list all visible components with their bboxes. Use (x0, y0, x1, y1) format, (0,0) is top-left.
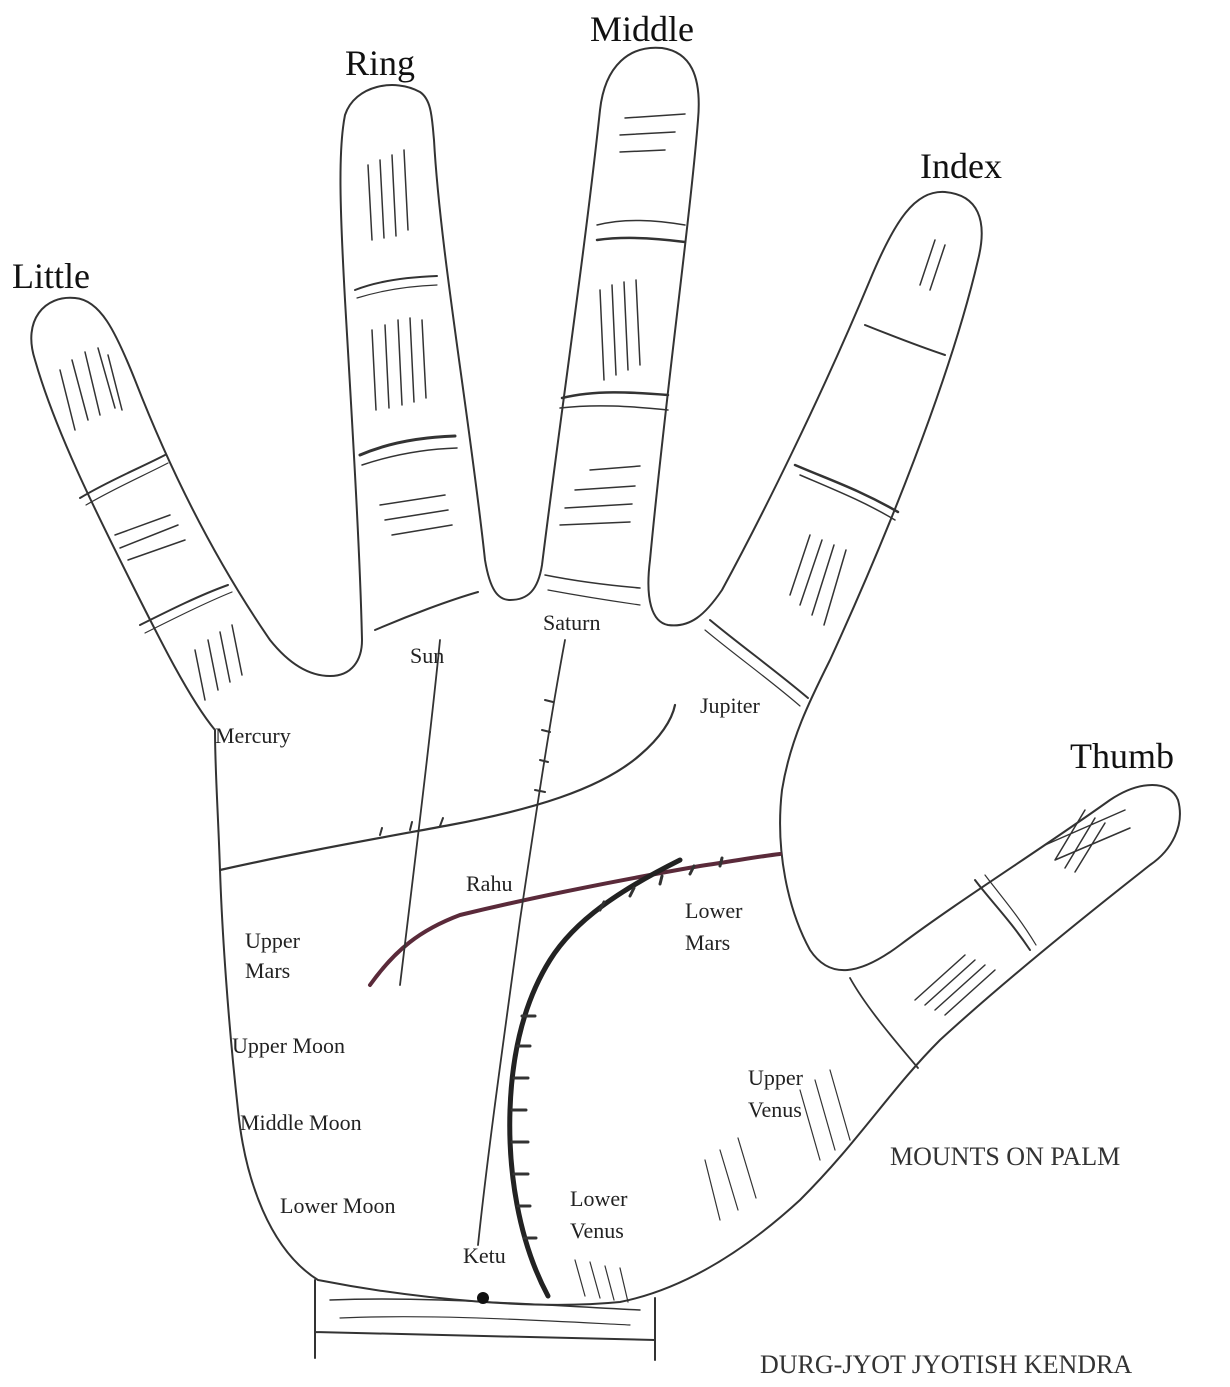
tick-marks (380, 700, 722, 1238)
mount-mercury: Mercury (215, 720, 291, 752)
wrist-band (315, 1280, 655, 1360)
mount-lower-mars-1: Lower (685, 895, 742, 927)
mount-middle-moon: Middle Moon (240, 1107, 362, 1139)
mount-upper-venus-1: Upper (748, 1062, 803, 1094)
mount-upper-moon: Upper Moon (232, 1030, 345, 1062)
mount-lower-mars-2: Mars (685, 927, 730, 959)
label-middle: Middle (590, 8, 694, 50)
ketu-dot (477, 1292, 489, 1304)
mount-jupiter: Jupiter (700, 690, 760, 722)
mount-lower-venus-1: Lower (570, 1183, 627, 1215)
fate-line (478, 640, 565, 1245)
mount-upper-mars-1: Upper (245, 925, 300, 957)
mount-lower-moon: Lower Moon (280, 1190, 395, 1222)
mount-lower-venus-2: Venus (570, 1215, 624, 1247)
label-little: Little (12, 255, 90, 297)
hand-outline (31, 48, 1180, 1305)
mount-rahu: Rahu (466, 868, 512, 900)
mount-saturn: Saturn (543, 607, 600, 639)
label-ring: Ring (345, 42, 415, 84)
label-thumb: Thumb (1070, 735, 1174, 777)
mount-upper-venus-2: Venus (748, 1094, 802, 1126)
mount-ketu: Ketu (463, 1240, 506, 1272)
mount-upper-mars-2: Mars (245, 955, 290, 987)
label-index: Index (920, 145, 1002, 187)
publisher-credit: DURG-JYOT JYOTISH KENDRA (760, 1350, 1132, 1380)
mount-sun: Sun (410, 640, 444, 672)
diagram-title: MOUNTS ON PALM (890, 1142, 1120, 1172)
